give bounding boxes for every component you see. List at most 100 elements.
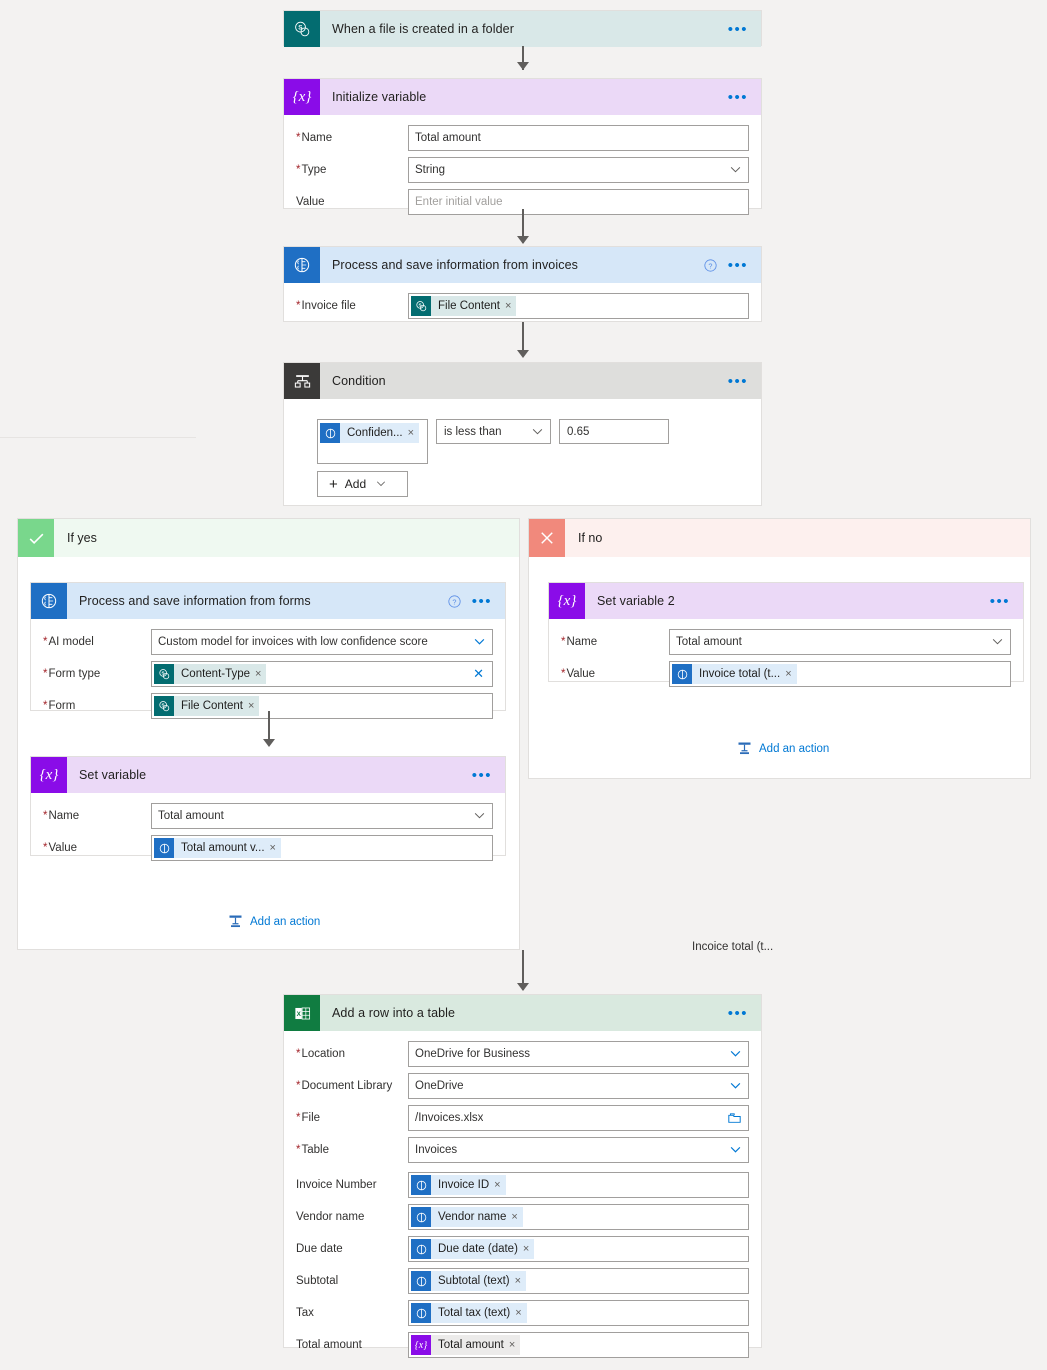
set-variable-name-select[interactable]: Total amount — [151, 803, 493, 829]
card-body: *Name Total amount *Type String Value En… — [284, 115, 761, 227]
due-date-input[interactable]: Due date (date) × — [408, 1236, 749, 1262]
token-remove-icon[interactable]: × — [494, 1179, 501, 1191]
overflow-menu-icon[interactable]: ••• — [727, 20, 748, 38]
cross-icon — [529, 519, 565, 557]
canvas-hairline — [0, 437, 196, 438]
set-variable-value-input[interactable]: Total amount v... × — [151, 835, 493, 861]
file-input[interactable]: /Invoices.xlsx — [408, 1105, 749, 1131]
total-amount-input[interactable]: {x} Total amount × — [408, 1332, 749, 1358]
token-remove-icon[interactable]: × — [255, 668, 262, 680]
card-trigger[interactable]: S When a file is created in a folder ••• — [283, 10, 762, 47]
token-chip[interactable]: Invoice total (t... × — [672, 663, 797, 685]
branch-if-no: If no {x} Set variable 2 ••• *Name Total… — [528, 518, 1031, 779]
card-header: {x} Set variable ••• — [31, 757, 505, 793]
header-actions: ••• — [728, 374, 761, 389]
plus-icon: + — [329, 475, 338, 493]
overflow-menu-icon[interactable]: ••• — [727, 372, 748, 390]
overflow-menu-icon[interactable]: ••• — [989, 592, 1010, 610]
card-add-row-into-table[interactable]: X Add a row into a table ••• *Location O… — [283, 994, 762, 1358]
sharepoint-icon: S — [284, 11, 320, 47]
field-label: *Name — [296, 132, 333, 144]
help-icon[interactable]: ? — [704, 258, 717, 272]
name-input[interactable]: Total amount — [408, 125, 749, 151]
condition-right-value-input[interactable]: 0.65 — [559, 419, 669, 444]
token-chip[interactable]: Due date (date) × — [411, 1238, 535, 1260]
add-an-action-if-no[interactable]: Add an action — [737, 741, 829, 756]
token-remove-icon[interactable]: × — [407, 427, 415, 439]
location-select[interactable]: OneDrive for Business — [408, 1041, 749, 1067]
card-process-invoices[interactable]: Process and save information from invoic… — [283, 246, 762, 322]
token-remove-icon[interactable]: × — [514, 1275, 522, 1287]
connector-arrow-icon — [517, 62, 529, 70]
type-select[interactable]: String — [408, 157, 749, 183]
form-row-name: *Name Total amount — [43, 803, 493, 829]
token-remove-icon[interactable]: × — [508, 1339, 516, 1351]
token-chip[interactable]: Invoice ID × — [411, 1174, 506, 1196]
overflow-menu-icon[interactable]: ••• — [471, 592, 492, 610]
card-body: *Invoice file S File Content × — [284, 283, 761, 331]
overflow-menu-icon[interactable]: ••• — [471, 766, 492, 784]
document-library-select[interactable]: OneDrive — [408, 1073, 749, 1099]
token-label: Total amount v... × — [174, 838, 281, 858]
variable-icon: {x} — [549, 583, 585, 619]
connector-arrow-icon — [517, 350, 529, 358]
field-label: Vendor name — [296, 1211, 365, 1223]
svg-text:S: S — [418, 302, 421, 307]
token-remove-icon[interactable]: × — [522, 1243, 530, 1255]
card-header: {x} Initialize variable ••• — [284, 79, 761, 115]
invoice-file-input[interactable]: S File Content × — [408, 293, 749, 319]
folder-picker-icon[interactable] — [728, 1113, 741, 1124]
token-chip[interactable]: S File Content × — [154, 695, 260, 717]
clear-field-icon[interactable]: ✕ — [473, 666, 484, 681]
form-input[interactable]: S File Content × — [151, 693, 493, 719]
token-remove-icon[interactable]: × — [785, 668, 792, 680]
card-set-variable-2[interactable]: {x} Set variable 2 ••• *Name Total amoun… — [548, 582, 1024, 687]
add-an-action-if-yes[interactable]: Add an action — [228, 914, 320, 929]
invoice-number-input[interactable]: Invoice ID × — [408, 1172, 749, 1198]
card-condition[interactable]: Condition ••• Confiden... × — [283, 362, 762, 506]
variable-icon: {x} — [31, 757, 67, 793]
card-process-forms[interactable]: Process and save information from forms … — [30, 582, 506, 719]
set-variable-2-name-select[interactable]: Total amount — [669, 629, 1011, 655]
value-input[interactable]: Enter initial value — [408, 189, 749, 215]
help-icon[interactable]: ? — [448, 594, 461, 608]
token-chip[interactable]: Confiden... × — [320, 422, 420, 444]
tax-input[interactable]: Total tax (text) × — [408, 1300, 749, 1326]
token-label: Total tax (text) × — [431, 1303, 527, 1323]
connector-line — [522, 950, 524, 990]
form-row-tax: Tax Total tax (text) × — [296, 1300, 749, 1326]
form-type-input[interactable]: S Content-Type × ✕ — [151, 661, 493, 687]
ai-model-select[interactable]: Custom model for invoices with low confi… — [151, 629, 493, 655]
token-chip[interactable]: S Content-Type × — [154, 663, 267, 685]
vendor-name-input[interactable]: Vendor name × — [408, 1204, 749, 1230]
branch-if-yes: If yes Process and save information from… — [17, 518, 520, 950]
field-label: *AI model — [43, 636, 94, 648]
token-chip[interactable]: {x} Total amount × — [411, 1334, 521, 1356]
overflow-menu-icon[interactable]: ••• — [727, 88, 748, 106]
card-set-variable[interactable]: {x} Set variable ••• *Name Total amount … — [30, 756, 506, 861]
subtotal-input[interactable]: Subtotal (text) × — [408, 1268, 749, 1294]
set-variable-2-value-input[interactable]: Invoice total (t... × — [669, 661, 1011, 687]
overflow-menu-icon[interactable]: ••• — [727, 256, 748, 274]
header-actions: ••• — [728, 1006, 761, 1021]
token-chip[interactable]: Subtotal (text) × — [411, 1270, 527, 1292]
token-remove-icon[interactable]: × — [511, 1211, 518, 1223]
card-initialize-variable[interactable]: {x} Initialize variable ••• *Name Total … — [283, 78, 762, 215]
overflow-menu-icon[interactable]: ••• — [727, 1004, 748, 1022]
token-chip[interactable]: Vendor name × — [411, 1206, 523, 1228]
token-remove-icon[interactable]: × — [269, 842, 276, 854]
token-chip[interactable]: Total amount v... × — [154, 837, 281, 859]
token-chip[interactable]: S File Content × — [411, 295, 517, 317]
token-chip[interactable]: Total tax (text) × — [411, 1302, 527, 1324]
field-label: Total amount — [296, 1339, 362, 1351]
token-label: File Content × — [174, 696, 260, 716]
condition-add-button[interactable]: + Add — [317, 471, 408, 497]
condition-left-operand[interactable]: Confiden... × — [317, 419, 428, 464]
ai-builder-icon — [284, 247, 320, 283]
token-remove-icon[interactable]: × — [505, 300, 512, 312]
token-remove-icon[interactable]: × — [515, 1307, 522, 1319]
connector-line — [522, 46, 524, 70]
condition-operator-select[interactable]: is less than — [436, 419, 551, 444]
token-remove-icon[interactable]: × — [248, 700, 255, 712]
table-select[interactable]: Invoices — [408, 1137, 749, 1163]
